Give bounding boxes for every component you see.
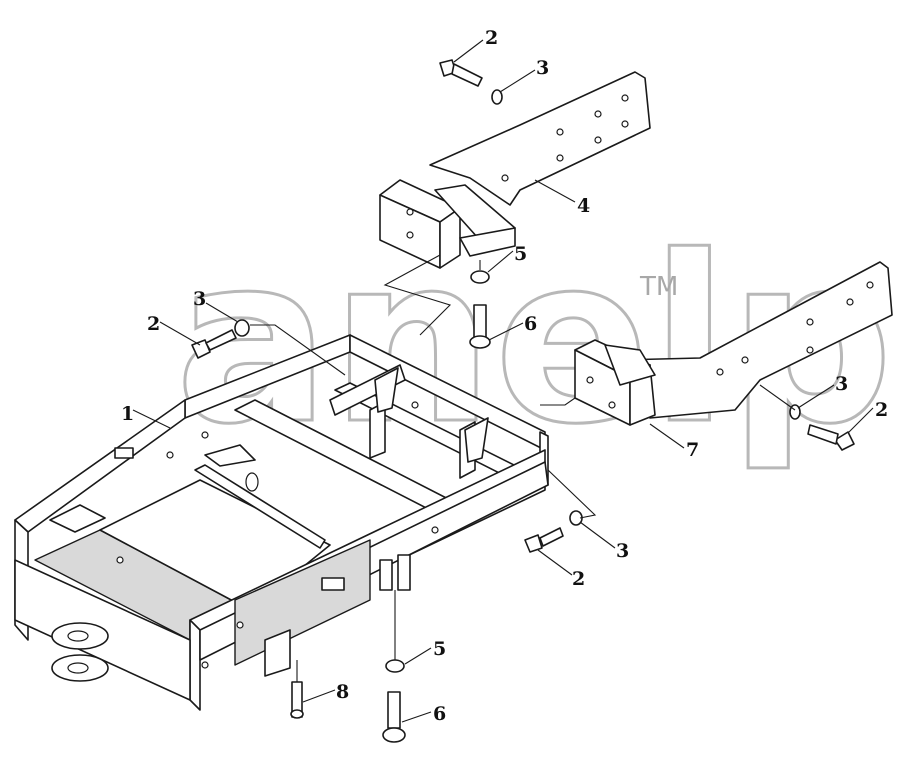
lower-arm-part	[574, 261, 893, 426]
callout-6-lower: 6	[433, 703, 446, 725]
callout-6-upper: 6	[524, 313, 537, 335]
callout-7: 7	[686, 439, 699, 461]
assembly-lines	[250, 254, 796, 682]
callouts: 2 3 4 5 6 2 3 1 3 2 7 3 2 5 6 8	[121, 27, 888, 725]
callout-2-right: 2	[875, 399, 888, 421]
callout-3-right: 3	[835, 373, 848, 395]
upper-arm-part	[379, 71, 651, 269]
callout-3-bottom: 3	[616, 540, 629, 562]
callout-1: 1	[121, 403, 134, 425]
callout-2-bottom: 2	[572, 568, 585, 590]
callout-4: 4	[577, 195, 590, 217]
watermark-trademark: TM	[639, 272, 678, 302]
callout-2-top: 2	[485, 27, 498, 49]
main-frame-part	[14, 334, 549, 711]
callout-2-left: 2	[147, 313, 160, 335]
callout-3-top: 3	[536, 57, 549, 79]
callout-5-upper: 5	[514, 243, 527, 265]
callout-3-left: 3	[193, 288, 206, 310]
callout-8: 8	[336, 681, 349, 703]
leader-lines	[132, 39, 874, 723]
callout-5-lower: 5	[433, 638, 446, 660]
